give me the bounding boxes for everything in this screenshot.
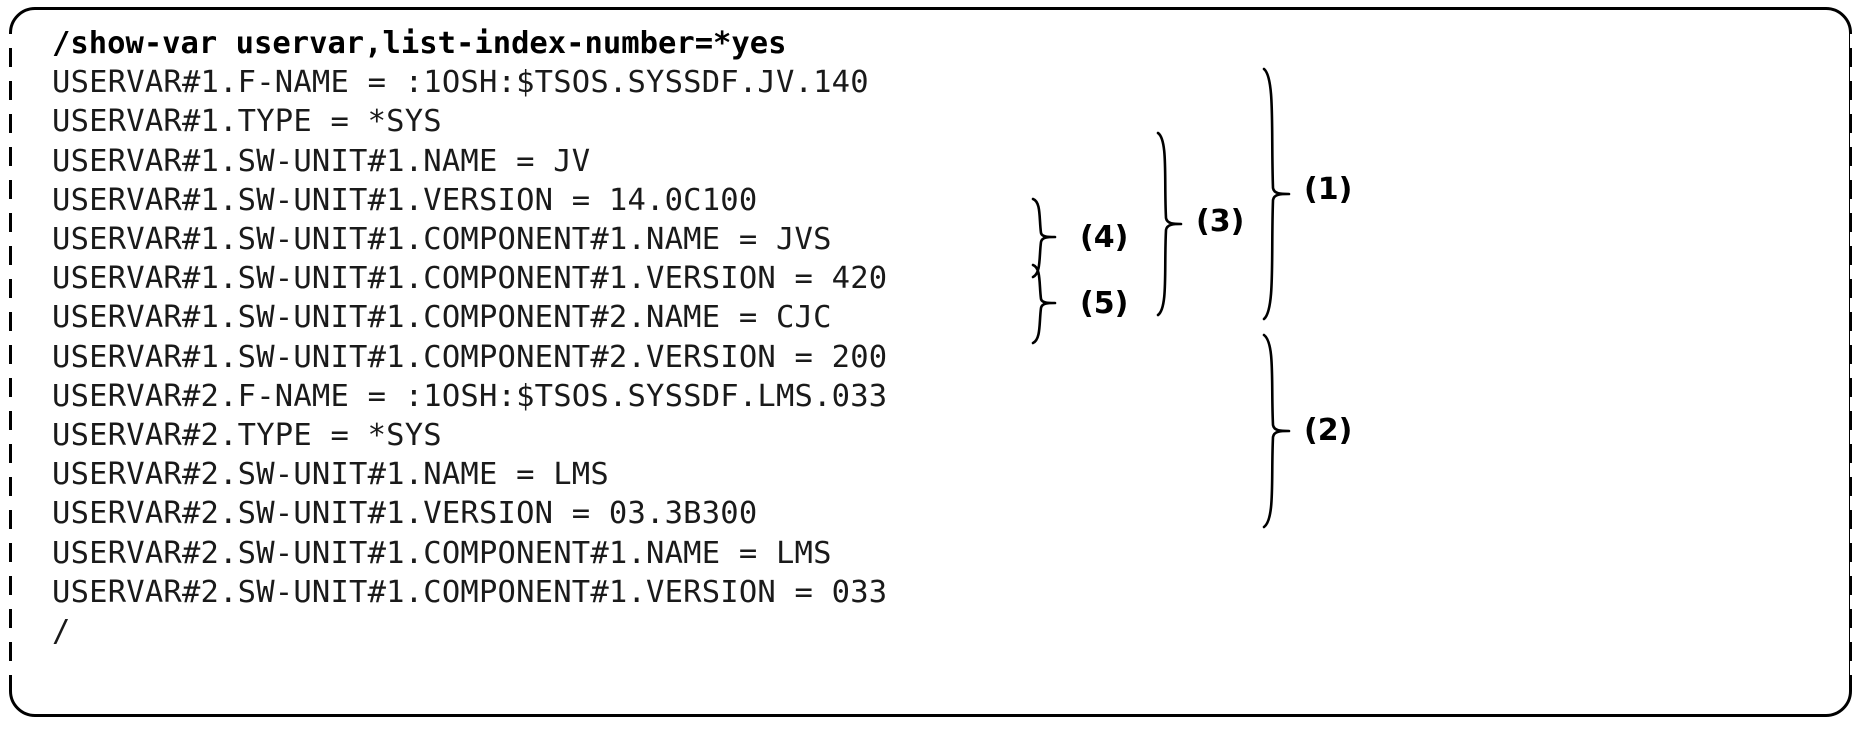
console-line: USERVAR#2.SW-UNIT#1.VERSION = 03.3B300 [52, 496, 758, 532]
console-line: USERVAR#2.SW-UNIT#1.COMPONENT#1.NAME = L… [52, 535, 832, 571]
console-command-line: /show-var uservar,list-index-number=*yes [52, 26, 787, 61]
console-line: USERVAR#1.SW-UNIT#1.COMPONENT#1.NAME = J… [52, 222, 832, 258]
border-dash-left [8, 34, 13, 676]
brace-callout-4 [1026, 196, 1060, 280]
console-line: USERVAR#1.TYPE = *SYS [52, 104, 442, 140]
console-output: /show-var uservar,list-index-number=*yes… [52, 24, 1232, 651]
console-line: USERVAR#2.SW-UNIT#1.COMPONENT#1.VERSION … [52, 574, 888, 610]
console-line: USERVAR#2.F-NAME = :1OSH:$TSOS.SYSSDF.LM… [52, 378, 888, 414]
callout-label-5: (5) [1080, 286, 1129, 321]
console-line: USERVAR#1.SW-UNIT#1.COMPONENT#2.NAME = C… [52, 300, 832, 336]
callout-label-4: (4) [1080, 220, 1129, 255]
brace-callout-1 [1256, 66, 1294, 322]
border-dash-right [1850, 34, 1855, 676]
console-line: USERVAR#2.SW-UNIT#1.NAME = LMS [52, 457, 609, 493]
console-prompt-line: / [52, 614, 71, 650]
callout-label-1: (1) [1304, 172, 1353, 207]
console-line: USERVAR#1.SW-UNIT#1.COMPONENT#2.VERSION … [52, 339, 888, 375]
console-line: USERVAR#2.TYPE = *SYS [52, 418, 442, 454]
brace-callout-5 [1026, 262, 1060, 346]
callout-label-2: (2) [1304, 413, 1353, 448]
console-line: USERVAR#1.F-NAME = :1OSH:$TSOS.SYSSDF.JV… [52, 65, 869, 101]
brace-callout-2 [1256, 332, 1294, 530]
console-line: USERVAR#1.SW-UNIT#1.NAME = JV [52, 143, 591, 179]
console-line: USERVAR#1.SW-UNIT#1.COMPONENT#1.VERSION … [52, 261, 888, 297]
console-line: USERVAR#1.SW-UNIT#1.VERSION = 14.0C100 [52, 182, 758, 218]
callout-label-3: (3) [1196, 204, 1245, 239]
brace-callout-3 [1150, 130, 1186, 318]
